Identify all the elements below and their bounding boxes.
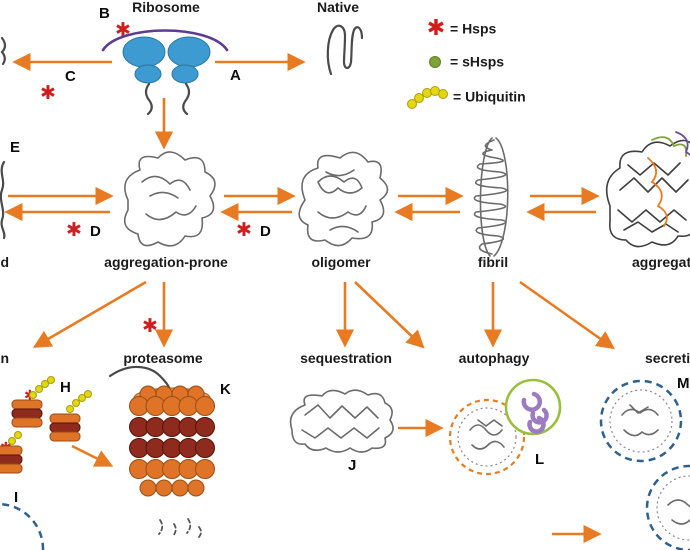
hsp-asterisk-dleft-icon: ✱ <box>66 220 82 241</box>
letter-k: K <box>220 381 231 398</box>
lysosome-drawing <box>504 378 562 436</box>
oligomer-drawing <box>298 151 389 247</box>
clipped-state-label: d <box>0 254 9 270</box>
letter-d-left: D <box>90 223 101 240</box>
arrow-aggprone-to-leftfate <box>32 280 147 348</box>
sequestration-label: sequestration <box>300 350 392 366</box>
aggregate-drawing <box>605 131 690 248</box>
lysosomal-enzyme-icon <box>521 391 542 412</box>
legend-shsps-label: = sHsps <box>450 54 504 70</box>
aggregate-purple-strand <box>675 131 690 157</box>
aggregate-orange-strand <box>647 157 668 227</box>
secretion-vesicle-1 <box>599 379 683 463</box>
mrna-strand <box>101 29 229 52</box>
complex-3-clipped <box>0 431 23 474</box>
proteasome-label: proteasome <box>123 350 203 366</box>
fibril-drawing <box>473 137 509 257</box>
letter-c: C <box>65 68 76 85</box>
clipped-fate-label: n <box>0 350 9 366</box>
letter-m: M <box>677 375 690 392</box>
ubiquitin-chain-icon <box>407 86 448 109</box>
complex-2 <box>49 390 92 442</box>
sequestration-drawing <box>289 389 394 453</box>
aggregation-prone-label: aggregation-prone <box>104 254 228 270</box>
fibril-label: fibril <box>478 254 508 270</box>
secretion-label: secretion <box>645 350 690 366</box>
lysosomal-enzyme-icon <box>527 415 546 434</box>
nascent-chain <box>144 82 153 116</box>
legend-hsp-asterisk-icon: ✱ <box>427 15 445 40</box>
arrow-to-secretion <box>519 280 615 350</box>
ribosome-illustration <box>101 29 229 116</box>
autophagosome-drawing <box>448 398 526 476</box>
ribosome-subunit <box>122 36 166 68</box>
ribosome-subunit <box>171 64 199 84</box>
ribosome-label: Ribosome <box>132 0 200 15</box>
hsp-asterisk-proteasome-icon: ✱ <box>142 316 158 337</box>
legend-hsps-label: = Hsps <box>450 21 497 37</box>
aggregation-prone-drawing <box>123 151 216 247</box>
arrow-oligomer-diagonal <box>354 281 425 349</box>
legend: ✱ = Hsps = sHsps = Ubiquitin <box>407 15 526 109</box>
aggregate-label: aggregate <box>632 254 690 270</box>
letter-d-mid: D <box>260 223 271 240</box>
clipped-protein-left-edge <box>0 160 6 240</box>
ribosome-subunit <box>134 64 162 84</box>
native-label: Native <box>317 0 359 15</box>
ribosome-subunit <box>167 36 211 68</box>
ubiquitinated-complexes: H ✱ ✱ I <box>0 376 114 550</box>
oligomer-label: oligomer <box>311 254 371 270</box>
nascent-chain <box>182 82 191 116</box>
shsp-dot-icon <box>429 56 441 68</box>
letter-a: A <box>230 67 241 84</box>
letter-l: L <box>535 451 544 468</box>
legend-ubiquitin-label: = Ubiquitin <box>453 89 526 105</box>
hsp-asterisk-dmid-icon: ✱ <box>236 220 252 241</box>
letter-i: I <box>14 489 18 506</box>
letter-b: B <box>99 5 110 22</box>
secretion-vesicle-2-clipped <box>645 464 690 550</box>
hsp-asterisk-c-icon: ✱ <box>40 83 56 104</box>
letter-j: J <box>348 457 356 474</box>
degraded-peptide <box>158 519 164 535</box>
complex-1 <box>11 376 55 428</box>
degraded-peptide <box>198 526 202 538</box>
clipped-vesicle-bottom-left <box>0 502 45 550</box>
native-protein-drawing <box>326 24 364 76</box>
arrow-h-to-proteasome <box>71 444 114 467</box>
aggregate-green-strand <box>651 136 688 157</box>
letter-e: E <box>10 139 20 156</box>
degraded-peptide <box>172 523 177 537</box>
autophagy-label: autophagy <box>459 350 530 366</box>
clipped-protein-top-left <box>0 36 7 66</box>
letter-h: H <box>60 379 71 396</box>
proteasome-drawing <box>108 365 215 538</box>
degraded-peptide <box>186 518 192 534</box>
